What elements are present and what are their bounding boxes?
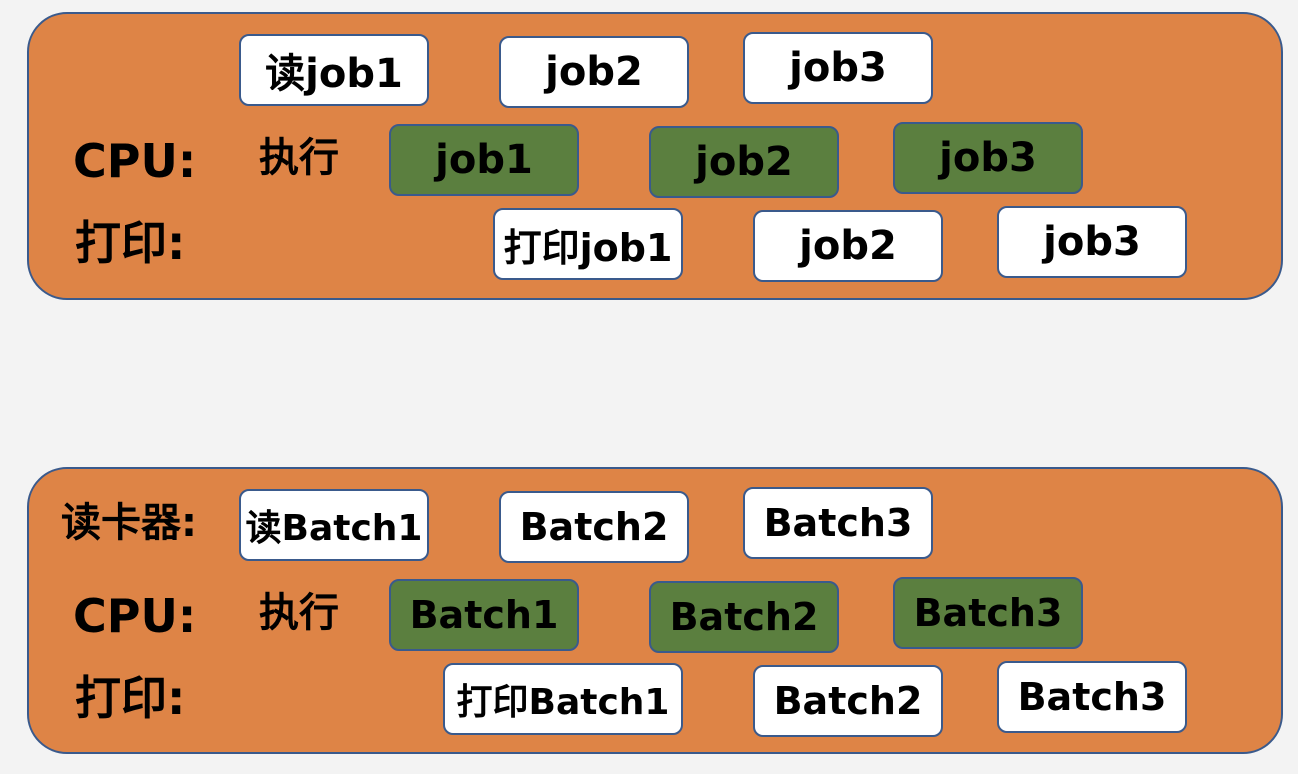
read-batch-box-2-label: Batch2 xyxy=(519,505,669,549)
cpu-label: CPU: xyxy=(73,134,197,188)
read-box-2: job2 xyxy=(499,36,689,108)
cpu-batch-box-2-label: Batch2 xyxy=(669,595,819,639)
print-label: 打印: xyxy=(75,216,186,270)
cpu-batch-box-3: Batch3 xyxy=(893,577,1083,649)
cpu-box-3-label: job3 xyxy=(939,135,1037,181)
read-box-3: job3 xyxy=(743,32,933,104)
read-box-2-label: job2 xyxy=(545,49,643,95)
cpu-box-3: job3 xyxy=(893,122,1083,194)
print-batch-box-3: Batch3 xyxy=(997,661,1187,733)
cpu-batch-box-3-label: Batch3 xyxy=(913,591,1063,635)
single-job-timeline-panel: 读job1 job2 job3 CPU: 执行 job1 job2 job3 打… xyxy=(27,12,1283,300)
read-batch-box-1-label: 读Batch1 xyxy=(245,508,423,549)
batch-cpu-label: CPU: xyxy=(73,589,197,643)
cpu-box-2-label: job2 xyxy=(695,139,793,185)
print-box-1: 打印job1 xyxy=(493,208,683,280)
read-batch-box-1: 读Batch1 xyxy=(239,489,429,561)
cpu-batch-box-1-label: Batch1 xyxy=(409,593,559,637)
batch-print-label: 打印: xyxy=(75,671,186,725)
cpu-box-1-label: job1 xyxy=(435,137,533,183)
read-batch-box-3-label: Batch3 xyxy=(763,501,913,545)
cpu-box-1: job1 xyxy=(389,124,579,196)
read-batch-box-3: Batch3 xyxy=(743,487,933,559)
read-box-1-label: 读job1 xyxy=(265,51,403,97)
print-batch-box-2: Batch2 xyxy=(753,665,943,737)
batch-execute-label: 执行 xyxy=(259,590,339,636)
cpu-box-2: job2 xyxy=(649,126,839,198)
batch-timeline-panel: 读卡器: 读Batch1 Batch2 Batch3 CPU: 执行 Batch… xyxy=(27,467,1283,754)
cpu-batch-box-2: Batch2 xyxy=(649,581,839,653)
print-batch-box-3-label: Batch3 xyxy=(1017,675,1167,719)
print-batch-box-1-label: 打印Batch1 xyxy=(456,682,670,723)
print-box-1-label: 打印job1 xyxy=(503,225,673,270)
print-box-3-label: job3 xyxy=(1043,219,1141,265)
execute-label: 执行 xyxy=(259,135,339,181)
card-reader-label: 读卡器: xyxy=(61,500,197,546)
print-box-2-label: job2 xyxy=(799,223,897,269)
print-box-2: job2 xyxy=(753,210,943,282)
print-batch-box-1: 打印Batch1 xyxy=(443,663,683,735)
print-box-3: job3 xyxy=(997,206,1187,278)
print-batch-box-2-label: Batch2 xyxy=(773,679,923,723)
read-box-1: 读job1 xyxy=(239,34,429,106)
cpu-batch-box-1: Batch1 xyxy=(389,579,579,651)
read-batch-box-2: Batch2 xyxy=(499,491,689,563)
read-box-3-label: job3 xyxy=(789,45,887,91)
